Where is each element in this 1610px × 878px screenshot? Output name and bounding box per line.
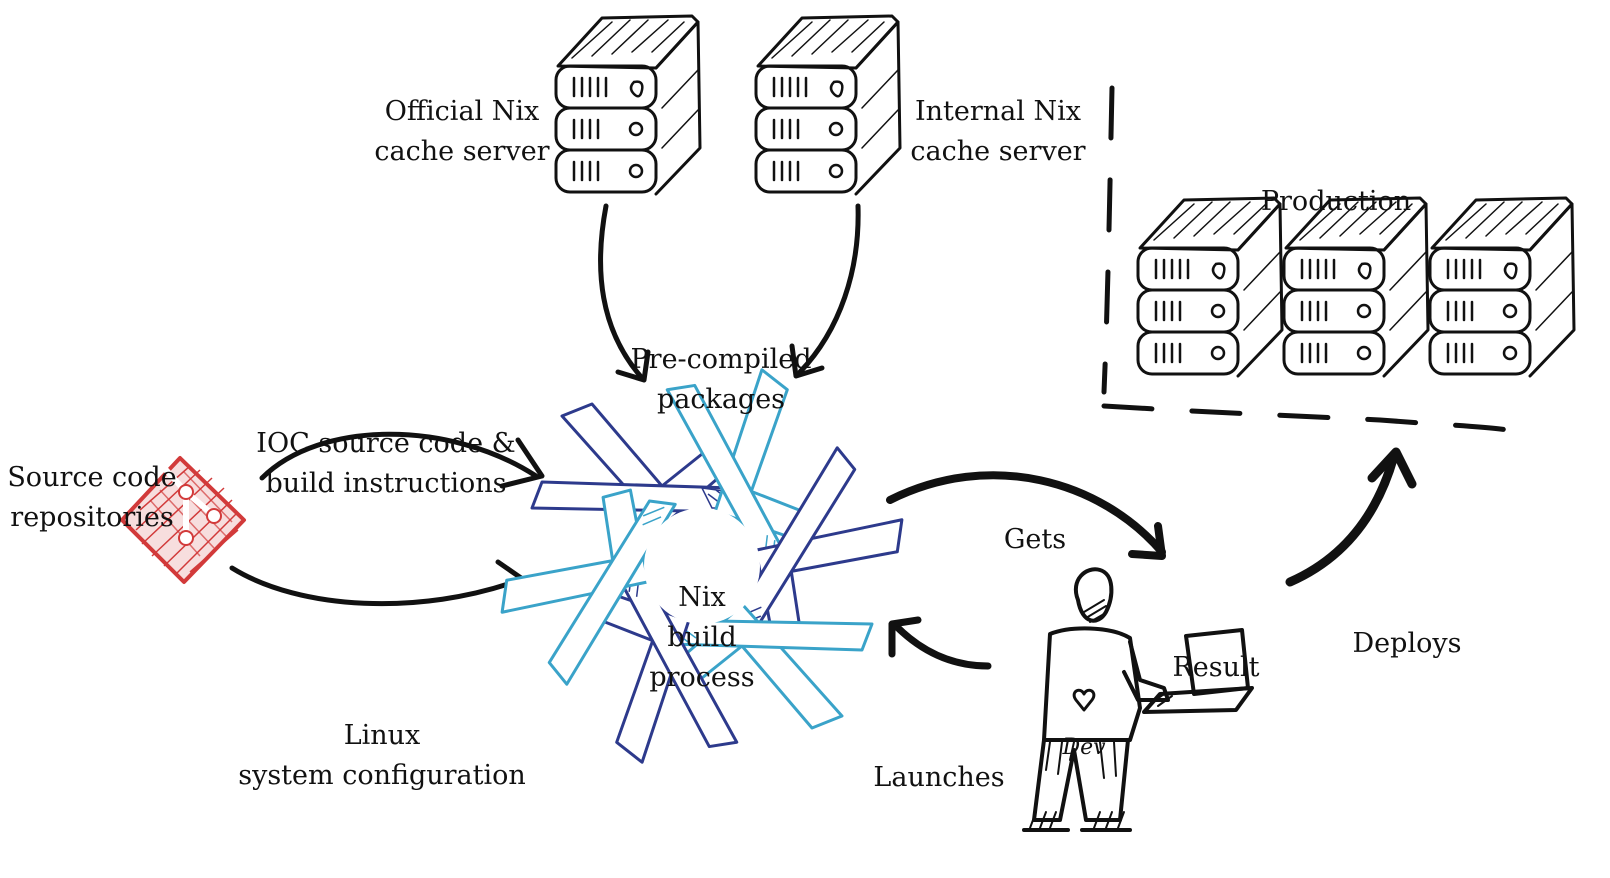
ioc-source-arrow	[259, 431, 545, 489]
production-server-icon-3	[1428, 196, 1576, 378]
deploys-arrow	[1285, 447, 1417, 587]
production-label: Production	[1260, 186, 1412, 217]
developer-with-laptop-icon	[1022, 567, 1254, 832]
precompiled-arrow-right	[789, 203, 861, 379]
official-cache-server-icon	[554, 14, 702, 196]
internal-cache-server-icon	[754, 14, 902, 196]
ioc-source-label: IOC source code &build instructions	[256, 428, 516, 499]
launches-label: Launches	[873, 762, 1005, 793]
gets-arrow	[886, 471, 1166, 560]
nix-snowflake-icon	[500, 368, 904, 764]
production-boundary	[1101, 85, 1511, 433]
dev-shirt-label: Dev	[1062, 735, 1106, 760]
gets-label: Gets	[1003, 524, 1067, 555]
precompiled-arrow-left	[598, 203, 651, 383]
result-label: Result	[1172, 652, 1260, 683]
deploys-label: Deploys	[1352, 628, 1462, 659]
git-logo-icon	[120, 456, 246, 584]
launches-arrow	[888, 616, 992, 670]
